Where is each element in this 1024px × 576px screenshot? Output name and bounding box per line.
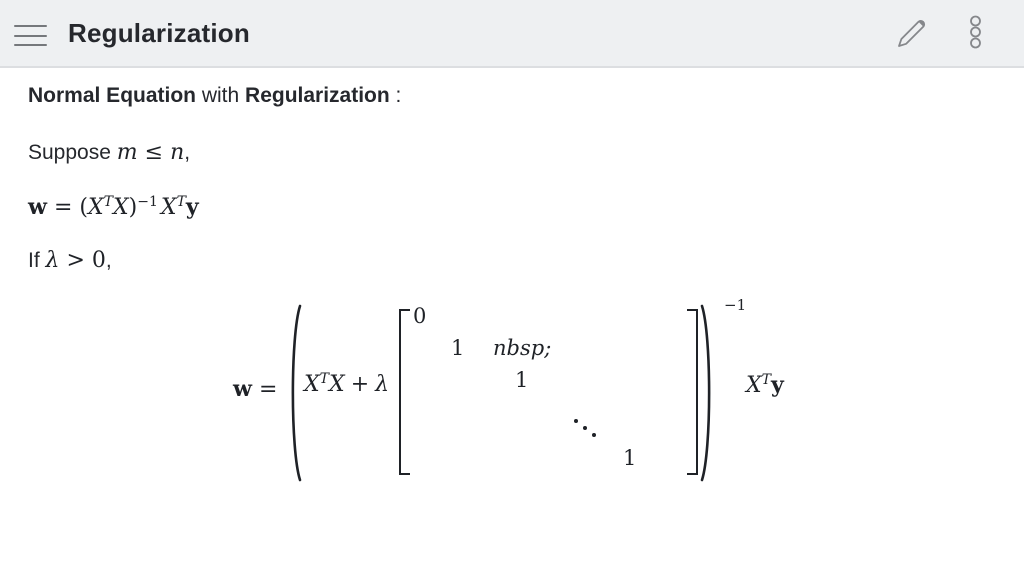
deq-lhs-w: w= bbox=[233, 376, 284, 402]
math-X: X bbox=[160, 195, 177, 220]
hamburger-bar bbox=[14, 44, 47, 46]
ddots-icon bbox=[592, 433, 596, 437]
math-sup-T: T bbox=[761, 372, 772, 388]
heading-tail: : bbox=[389, 84, 402, 107]
heading-mid: with bbox=[196, 84, 246, 107]
math-lambda: λ bbox=[375, 372, 390, 397]
note-content: Normal Equation with Regularization : Su… bbox=[0, 68, 1024, 576]
page-title: Regularization bbox=[68, 18, 250, 48]
math-gt: > bbox=[66, 248, 85, 273]
math-X: X bbox=[87, 195, 104, 220]
big-right-paren bbox=[700, 304, 711, 482]
edit-button[interactable] bbox=[892, 14, 928, 52]
header-bar: Regularization bbox=[0, 0, 1024, 68]
math-lambda: λ bbox=[45, 248, 60, 273]
math-sup-inverse: −1 bbox=[137, 194, 158, 210]
math-equals: = bbox=[53, 195, 73, 220]
math-X: X bbox=[304, 372, 320, 397]
math-w: w bbox=[28, 194, 47, 220]
math-sup-T: T bbox=[319, 371, 330, 387]
hamburger-icon[interactable] bbox=[14, 25, 47, 46]
pencil-icon bbox=[898, 20, 926, 47]
math-y: y bbox=[771, 372, 784, 398]
ddots-icon bbox=[583, 426, 587, 430]
deq-Xty: XTy bbox=[746, 372, 784, 398]
matrix-cell-1: 1 bbox=[515, 368, 529, 392]
math-sup-T: T bbox=[103, 194, 113, 210]
math-y: y bbox=[185, 194, 199, 220]
math-sup-T: T bbox=[176, 194, 186, 210]
matrix-left-bracket bbox=[399, 309, 410, 475]
matrix-cell-0: 0 bbox=[413, 304, 427, 328]
heading-line: Normal Equation with Regularization : bbox=[28, 84, 401, 108]
hamburger-bar bbox=[14, 25, 47, 27]
heading-bold-1: Normal Equation bbox=[28, 84, 197, 107]
math-zero: 0 bbox=[91, 248, 106, 273]
deq-XtX-lambda: XTX+λ bbox=[304, 371, 390, 397]
if-comma: , bbox=[105, 249, 112, 272]
suppose-line: Suppose m≤n, bbox=[28, 140, 190, 165]
big-left-paren bbox=[291, 304, 302, 482]
suppose-prefix: Suppose bbox=[28, 141, 117, 164]
if-line: If λ>0, bbox=[28, 248, 112, 273]
math-X: X bbox=[113, 195, 129, 220]
heading-bold-2: Regularization bbox=[245, 84, 390, 107]
matrix-right-bracket bbox=[687, 309, 698, 475]
math-open-paren: ( bbox=[79, 195, 88, 220]
kebab-menu-icon bbox=[970, 15, 981, 49]
matrix-cell-1: 1 bbox=[623, 446, 637, 470]
suppose-comma: , bbox=[184, 141, 191, 164]
display-equation: w= XTX+λ 0 1 nbsp; 1 1 −1 XTy bbox=[0, 296, 1024, 490]
math-n: n bbox=[170, 140, 185, 165]
math-close-paren: ) bbox=[128, 195, 138, 220]
matrix-cell-nbsp: nbsp; bbox=[493, 336, 552, 360]
math-sup-inverse: −1 bbox=[724, 296, 747, 314]
math-w: w bbox=[233, 376, 252, 402]
matrix-cell-1: 1 bbox=[451, 336, 465, 360]
ddots-icon bbox=[574, 419, 578, 423]
math-X: X bbox=[746, 373, 762, 398]
math-plus: + bbox=[350, 372, 370, 397]
math-leq: ≤ bbox=[144, 140, 164, 165]
hamburger-bar bbox=[14, 34, 47, 37]
math-m: m bbox=[116, 140, 138, 165]
more-options-button[interactable] bbox=[967, 15, 984, 49]
if-prefix: If bbox=[28, 249, 46, 272]
math-X: X bbox=[329, 372, 345, 397]
math-equals: = bbox=[258, 377, 278, 402]
